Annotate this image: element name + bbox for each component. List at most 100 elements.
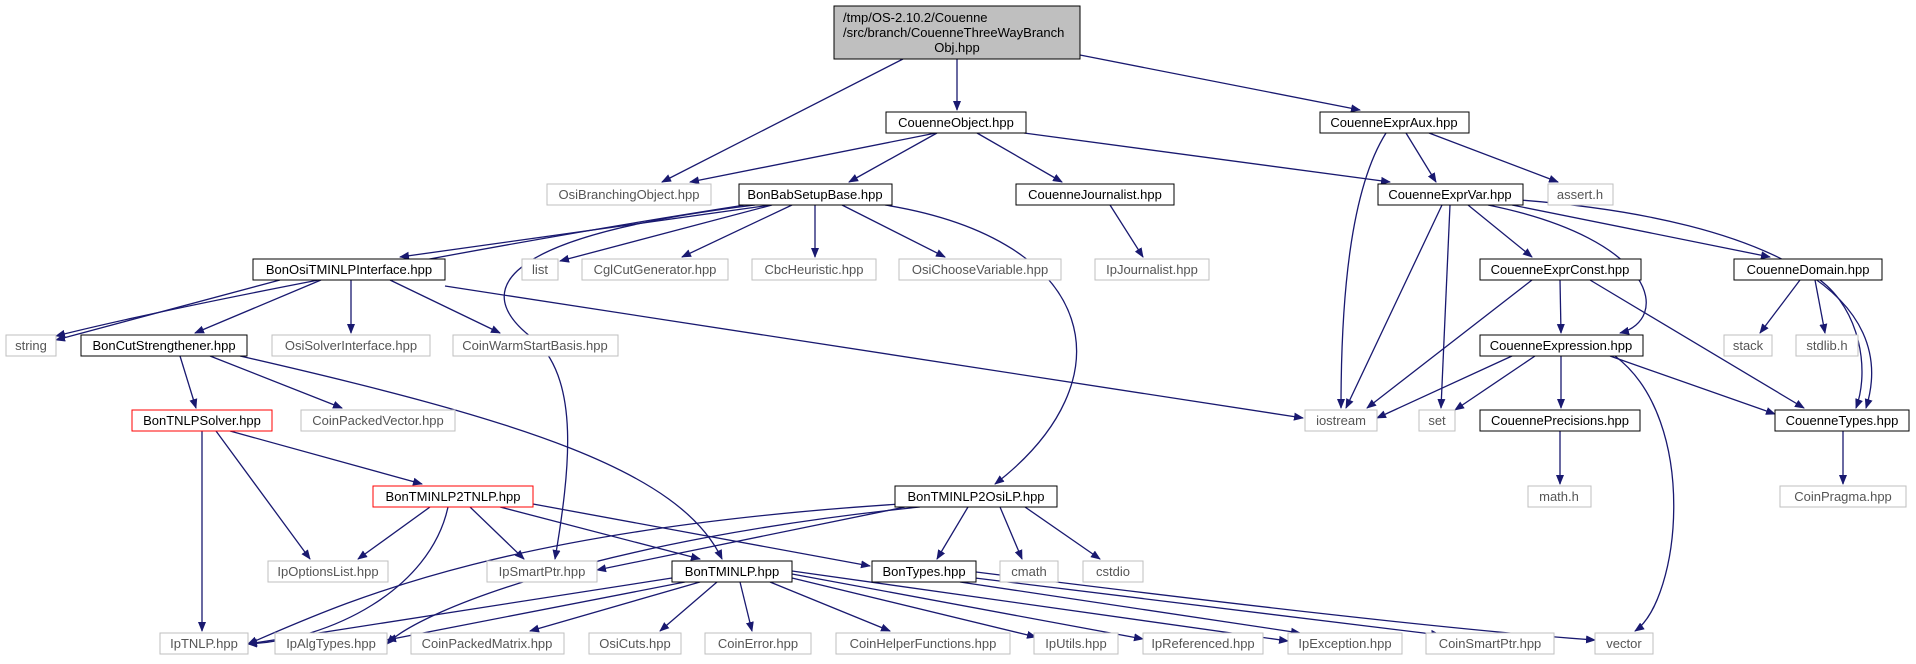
node-label: assert.h — [1557, 187, 1603, 202]
edge-couenne-expr-var-to-couenne-domain — [1511, 204, 1771, 260]
node-cbc-heuristic[interactable]: CbcHeuristic.hpp — [751, 258, 877, 281]
edge-bon-tminlp2tnlp-to-ip-options-list — [357, 506, 431, 560]
node-osi-cuts[interactable]: OsiCuts.hpp — [588, 632, 682, 655]
edge-couenne-domain-to-stack — [1759, 279, 1801, 334]
node-couenne-expression[interactable]: CouenneExpression.hpp — [1479, 334, 1644, 357]
node-bon-tminlp2osilp[interactable]: BonTMINLP2OsiLP.hpp — [894, 485, 1058, 508]
edge-bon-tminlp-to-ip-referenced — [791, 573, 1144, 642]
node-couenne-types[interactable]: CouenneTypes.hpp — [1774, 409, 1910, 432]
node-osi-solver-interface[interactable]: OsiSolverInterface.hpp — [271, 334, 431, 357]
node-ip-journalist[interactable]: IpJournalist.hpp — [1094, 258, 1210, 281]
edge-couenne-expr-const-to-iostream — [1366, 279, 1533, 409]
node-couenne-object[interactable]: CouenneObject.hpp — [885, 111, 1027, 134]
node-ip-utils[interactable]: IpUtils.hpp — [1033, 632, 1119, 655]
node-bon-tminlp[interactable]: BonTMINLP.hpp — [671, 560, 793, 583]
node-label: CoinPragma.hpp — [1794, 489, 1892, 504]
edge-root-to-osi-branching-object — [661, 58, 904, 183]
node-couenne-expr-var[interactable]: CouenneExprVar.hpp — [1377, 183, 1524, 206]
node-label: IpException.hpp — [1298, 636, 1391, 651]
edge-bon-cut-strengthener-to-coin-packed-vector — [209, 355, 343, 409]
node-label: BonTMINLP2TNLP.hpp — [386, 489, 521, 504]
node-ip-options-list[interactable]: IpOptionsList.hpp — [267, 560, 389, 583]
edge-bon-tminlp-to-coin-packed-matrix — [529, 581, 701, 633]
edge-bon-osi-tminlp-interface-to-coin-warm-start-basis — [389, 279, 501, 334]
node-label: CouenneExprConst.hpp — [1491, 262, 1630, 277]
node-osi-choose-variable[interactable]: OsiChooseVariable.hpp — [898, 258, 1062, 281]
node-ip-smart-ptr[interactable]: IpSmartPtr.hpp — [486, 560, 598, 583]
node-label: CouenneExprVar.hpp — [1388, 187, 1511, 202]
node-label: IpJournalist.hpp — [1106, 262, 1198, 277]
node-coin-packed-vector[interactable]: CoinPackedVector.hpp — [300, 409, 456, 432]
edge-couenne-object-to-bon-bab-setup-base — [848, 132, 938, 183]
edge-bon-tminlp2tnlp-to-ip-smart-ptr — [469, 506, 525, 560]
node-couenne-journalist[interactable]: CouenneJournalist.hpp — [1015, 183, 1175, 206]
node-stack[interactable]: stack — [1723, 334, 1773, 357]
node-couenne-precisions[interactable]: CouennePrecisions.hpp — [1479, 409, 1641, 432]
node-cstdio[interactable]: cstdio — [1082, 560, 1144, 583]
node-label: IpAlgTypes.hpp — [286, 636, 376, 651]
node-label: stdlib.h — [1806, 338, 1847, 353]
node-label: BonCutStrengthener.hpp — [92, 338, 235, 353]
node-ip-alg-types[interactable]: IpAlgTypes.hpp — [274, 632, 388, 655]
node-ip-exception[interactable]: IpException.hpp — [1287, 632, 1403, 655]
node-label: IpReferenced.hpp — [1151, 636, 1254, 651]
node-label: OsiCuts.hpp — [599, 636, 671, 651]
root-node-line-3: Obj.hpp — [934, 40, 980, 55]
edge-couenne-expr-var-to-iostream — [1345, 204, 1443, 409]
node-assert-h[interactable]: assert.h — [1547, 183, 1614, 206]
edge-bon-tminlp2osilp-to-cstdio — [1024, 506, 1101, 560]
node-bon-osi-tminlp-interface[interactable]: BonOsiTMINLPInterface.hpp — [252, 258, 446, 281]
node-string[interactable]: string — [5, 334, 57, 357]
node-label: OsiSolverInterface.hpp — [285, 338, 417, 353]
node-label: CoinSmartPtr.hpp — [1439, 636, 1542, 651]
node-coin-error[interactable]: CoinError.hpp — [704, 632, 812, 655]
node-bon-tminlp2tnlp[interactable]: BonTMINLP2TNLP.hpp — [372, 485, 534, 508]
node-iostream[interactable]: iostream — [1304, 409, 1378, 432]
node-set[interactable]: set — [1418, 409, 1456, 432]
node-label: iostream — [1316, 413, 1366, 428]
node-label: CouenneObject.hpp — [898, 115, 1014, 130]
node-coin-pragma[interactable]: CoinPragma.hpp — [1779, 485, 1907, 508]
edge-bon-cut-strengthener-to-bon-tnlp-solver — [179, 355, 198, 409]
edge-couenne-expr-var-to-couenne-expr-const — [1467, 204, 1533, 258]
node-couenne-expr-const[interactable]: CouenneExprConst.hpp — [1479, 258, 1642, 281]
node-label: IpUtils.hpp — [1045, 636, 1106, 651]
node-coin-smart-ptr[interactable]: CoinSmartPtr.hpp — [1425, 632, 1555, 655]
node-math-h[interactable]: math.h — [1527, 485, 1592, 508]
edge-bon-tminlp-to-coin-helper-functions — [769, 581, 891, 632]
node-label: CoinPackedMatrix.hpp — [422, 636, 553, 651]
node-couenne-expr-aux[interactable]: CouenneExprAux.hpp — [1319, 111, 1470, 134]
node-cmath[interactable]: cmath — [999, 560, 1059, 583]
node-coin-warm-start-basis[interactable]: CoinWarmStartBasis.hpp — [452, 334, 619, 357]
node-vector[interactable]: vector — [1594, 632, 1654, 655]
edge-bon-tminlp-to-ip-alg-types — [386, 581, 686, 643]
edge-couenne-expression-to-set — [1454, 355, 1536, 411]
node-osi-branching-object[interactable]: OsiBranchingObject.hpp — [546, 183, 712, 206]
node-label: CouenneDomain.hpp — [1747, 262, 1870, 277]
node-ip-referenced[interactable]: IpReferenced.hpp — [1142, 632, 1264, 655]
edge-couenne-object-to-couenne-journalist — [976, 132, 1063, 183]
node-stdlib-h[interactable]: stdlib.h — [1795, 334, 1859, 357]
node-label: CouenneJournalist.hpp — [1028, 187, 1162, 202]
node-bon-cut-strengthener[interactable]: BonCutStrengthener.hpp — [80, 334, 248, 357]
node-label: math.h — [1539, 489, 1579, 504]
node-coin-helper-functions[interactable]: CoinHelperFunctions.hpp — [835, 632, 1011, 655]
edge-couenne-expr-var-to-set — [1437, 204, 1451, 409]
root-node-box — [833, 5, 1081, 60]
edge-bon-tminlp2osilp-to-cmath — [999, 506, 1023, 560]
node-label: CoinWarmStartBasis.hpp — [462, 338, 607, 353]
node-bon-types[interactable]: BonTypes.hpp — [871, 560, 977, 583]
node-ip-tnlp[interactable]: IpTNLP.hpp — [159, 632, 249, 655]
edge-bon-tminlp2tnlp-to-bon-tminlp — [499, 506, 701, 561]
edge-bon-tnlp-solver-to-ip-options-list — [215, 430, 311, 560]
edge-bon-osi-tminlp-interface-to-iostream — [444, 285, 1304, 421]
node-cgl-cut-generator[interactable]: CglCutGenerator.hpp — [581, 258, 729, 281]
node-root-file[interactable]: /tmp/OS-2.10.2/Couenne /src/branch/Couen… — [833, 5, 1081, 60]
node-bon-bab-setup-base[interactable]: BonBabSetupBase.hpp — [738, 183, 893, 206]
node-list[interactable]: list — [521, 258, 559, 281]
node-bon-tnlp-solver[interactable]: BonTNLPSolver.hpp — [131, 409, 273, 432]
node-couenne-domain[interactable]: CouenneDomain.hpp — [1733, 258, 1883, 281]
node-coin-packed-matrix[interactable]: CoinPackedMatrix.hpp — [410, 632, 565, 655]
edge-bon-osi-tminlp-interface-to-string — [55, 279, 281, 342]
